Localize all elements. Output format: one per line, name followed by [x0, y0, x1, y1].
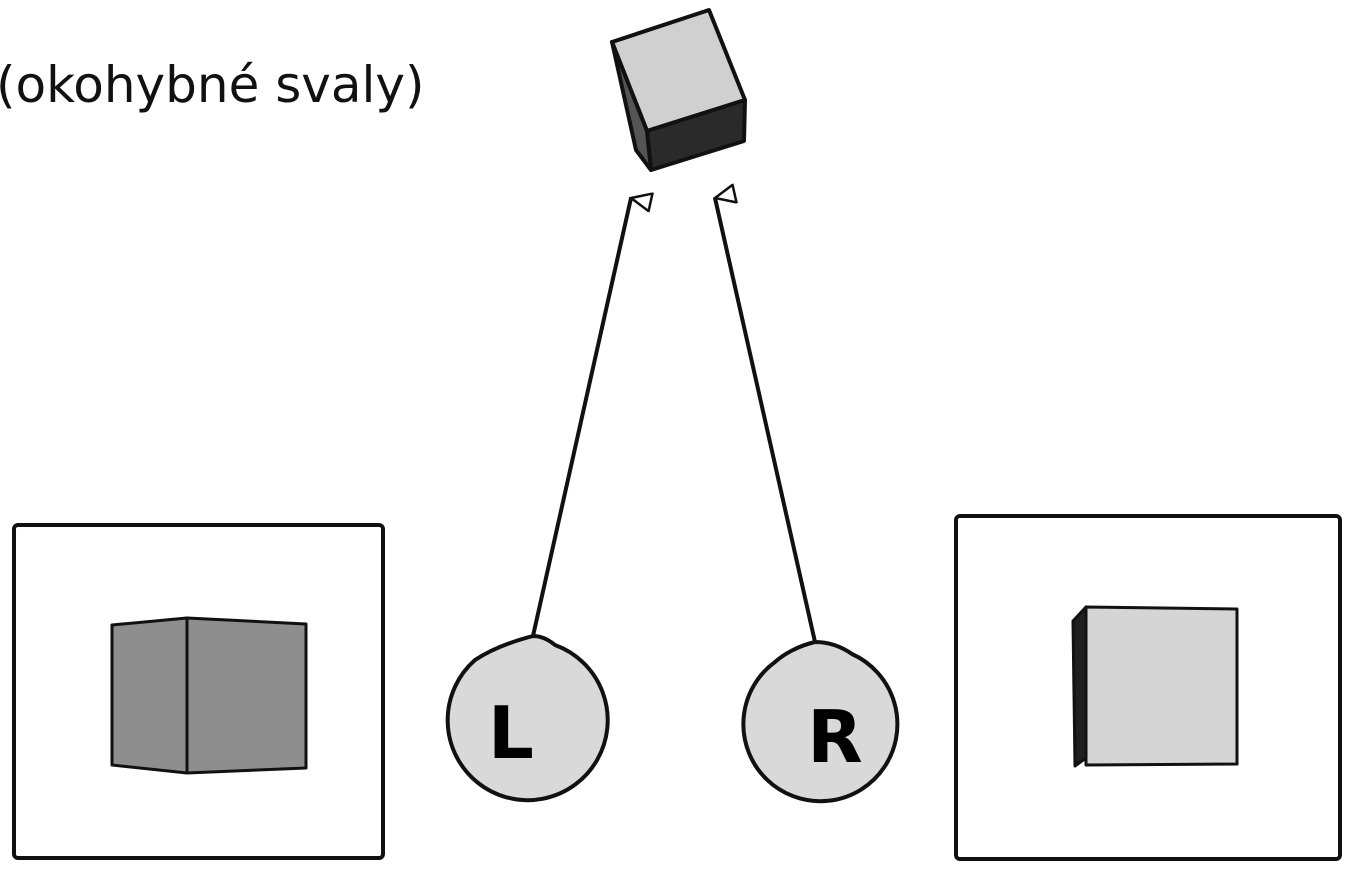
perceived-cube-edge — [610, 40, 653, 172]
right-eye-label: R — [807, 695, 862, 779]
right-view-cube — [1071, 605, 1239, 768]
right-eye-shape — [741, 639, 900, 804]
left-eye: L — [445, 633, 610, 803]
perceived-cube — [610, 8, 747, 172]
left-eye-view-panel — [12, 523, 385, 860]
left-eye-sight-line — [531, 198, 631, 637]
left-view-cube — [110, 616, 308, 775]
left-view-cube-right-face — [185, 616, 308, 775]
right-view-cube-side-face — [1071, 605, 1088, 768]
right-eye-view-panel — [954, 514, 1342, 861]
left-eye-shape — [445, 633, 610, 803]
right-eye: R — [741, 639, 900, 804]
left-view-cube-left-face — [110, 616, 189, 775]
right-eye-sight-line — [715, 198, 817, 643]
right-view-cube-front-face — [1084, 605, 1239, 767]
left-eye-label: L — [488, 691, 534, 775]
caption-text: (okohybné svaly) — [0, 56, 425, 114]
